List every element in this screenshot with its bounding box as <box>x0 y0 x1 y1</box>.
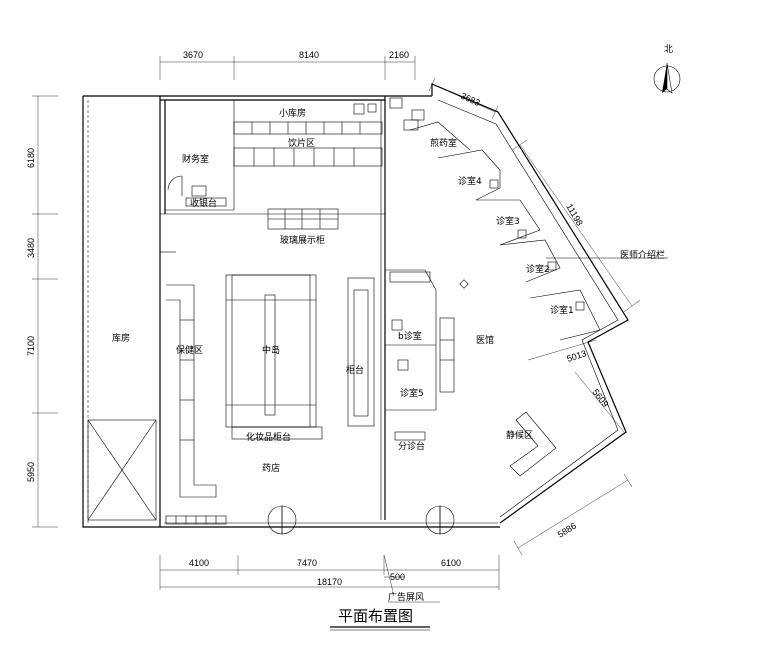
label-warehouse: 库房 <box>112 332 130 344</box>
triage-desk: 分诊台 <box>394 431 426 452</box>
dim-bottom-2: 7470 <box>297 558 317 568</box>
dim-bottom-3: 6100 <box>441 558 461 568</box>
label-finance-room: 财务室 <box>182 153 209 165</box>
label-cashier: 收银台 <box>190 197 217 209</box>
drinks-area-cabinet: 饮片区 <box>233 137 383 167</box>
bottom-dimension-chain: 4100 7470 6100 18170 500 广告屏风 <box>159 554 500 603</box>
label-consult-4: 诊室4 <box>458 175 482 187</box>
top-dimension-chain: 3670 8140 2160 <box>159 50 416 80</box>
label-consult-5: 诊室5 <box>400 387 424 399</box>
dim-diag-1: 3683 <box>459 91 481 108</box>
drawing-title: 平面布置图 <box>330 607 430 631</box>
dim-bottom-total: 18170 <box>317 577 342 587</box>
dim-bottom-1: 4100 <box>189 558 209 568</box>
label-triage: 分诊台 <box>398 440 425 452</box>
label-glass-display: 玻璃展示柜 <box>280 234 325 246</box>
dim-top-1: 3670 <box>183 50 203 60</box>
clinic-consult-rooms: b诊室 诊室5 <box>385 269 455 411</box>
entrance-doors <box>267 505 455 535</box>
dim-left-2: 3480 <box>26 238 36 258</box>
angled-consult-rooms: 煎药室 诊室4 诊室3 诊室2 诊室1 医师介绍栏 <box>409 121 668 341</box>
label-consult-2: 诊室2 <box>526 263 550 275</box>
dim-diag-4: 5609 <box>590 387 610 409</box>
north-arrow: 北 <box>653 44 681 94</box>
label-rest-area: 静候区 <box>506 429 533 441</box>
dim-top-2: 8140 <box>299 50 319 60</box>
label-healthcare-area: 保健区 <box>176 344 203 356</box>
label-small-warehouse: 小库房 <box>279 107 306 119</box>
label-consult-b: b诊室 <box>398 330 422 342</box>
dim-diag-5: 5886 <box>556 521 578 540</box>
dim-bottom-small: 500 <box>390 572 405 582</box>
bottom-shelves <box>165 515 227 525</box>
label-consult-1: 诊室1 <box>550 304 574 316</box>
label-counter: 柜台 <box>346 364 364 376</box>
page-title: 平面布置图 <box>338 607 413 625</box>
label-doctor-intro: 医师介绍栏 <box>620 249 665 261</box>
label-pharmacy: 药店 <box>262 462 280 474</box>
rest-area-seating: 静候区 <box>506 411 557 477</box>
label-cosmetics-counter: 化妆品柜台 <box>246 431 291 443</box>
glass-display-cabinet: 玻璃展示柜 <box>267 208 339 246</box>
label-drinks-area: 饮片区 <box>288 137 315 149</box>
dim-left-3: 7100 <box>26 336 36 356</box>
finance-room: 财务室 收银台 <box>167 153 227 209</box>
dim-top-3: 2160 <box>389 50 409 60</box>
small-warehouse: 小库房 <box>233 103 383 135</box>
label-central-island: 中岛 <box>262 344 280 356</box>
label-ad-screen: 广告屏风 <box>388 591 424 603</box>
left-dimension-chain: 6180 3480 7100 5950 <box>26 95 58 528</box>
central-island: 中岛 <box>225 274 317 428</box>
counter: 柜台 <box>346 277 375 427</box>
dim-left-4: 5950 <box>26 462 36 482</box>
diagonal-dimension-chain: 3683 11198 5013 5609 5886 <box>428 77 641 556</box>
warehouse-cross <box>87 419 157 521</box>
healthcare-shelves: 保健区 <box>166 284 217 498</box>
dim-diag-3: 5013 <box>566 348 588 364</box>
cosmetics-counter: 化妆品柜台 <box>231 426 323 443</box>
exterior-walls <box>82 83 629 528</box>
label-consult-3: 诊室3 <box>496 215 520 227</box>
top-right-fixtures <box>389 97 425 131</box>
label-dispensary: 煎药室 <box>430 137 457 149</box>
label-clinic: 医馆 <box>476 334 494 346</box>
north-label: 北 <box>664 44 673 55</box>
dim-left-1: 6180 <box>26 148 36 168</box>
